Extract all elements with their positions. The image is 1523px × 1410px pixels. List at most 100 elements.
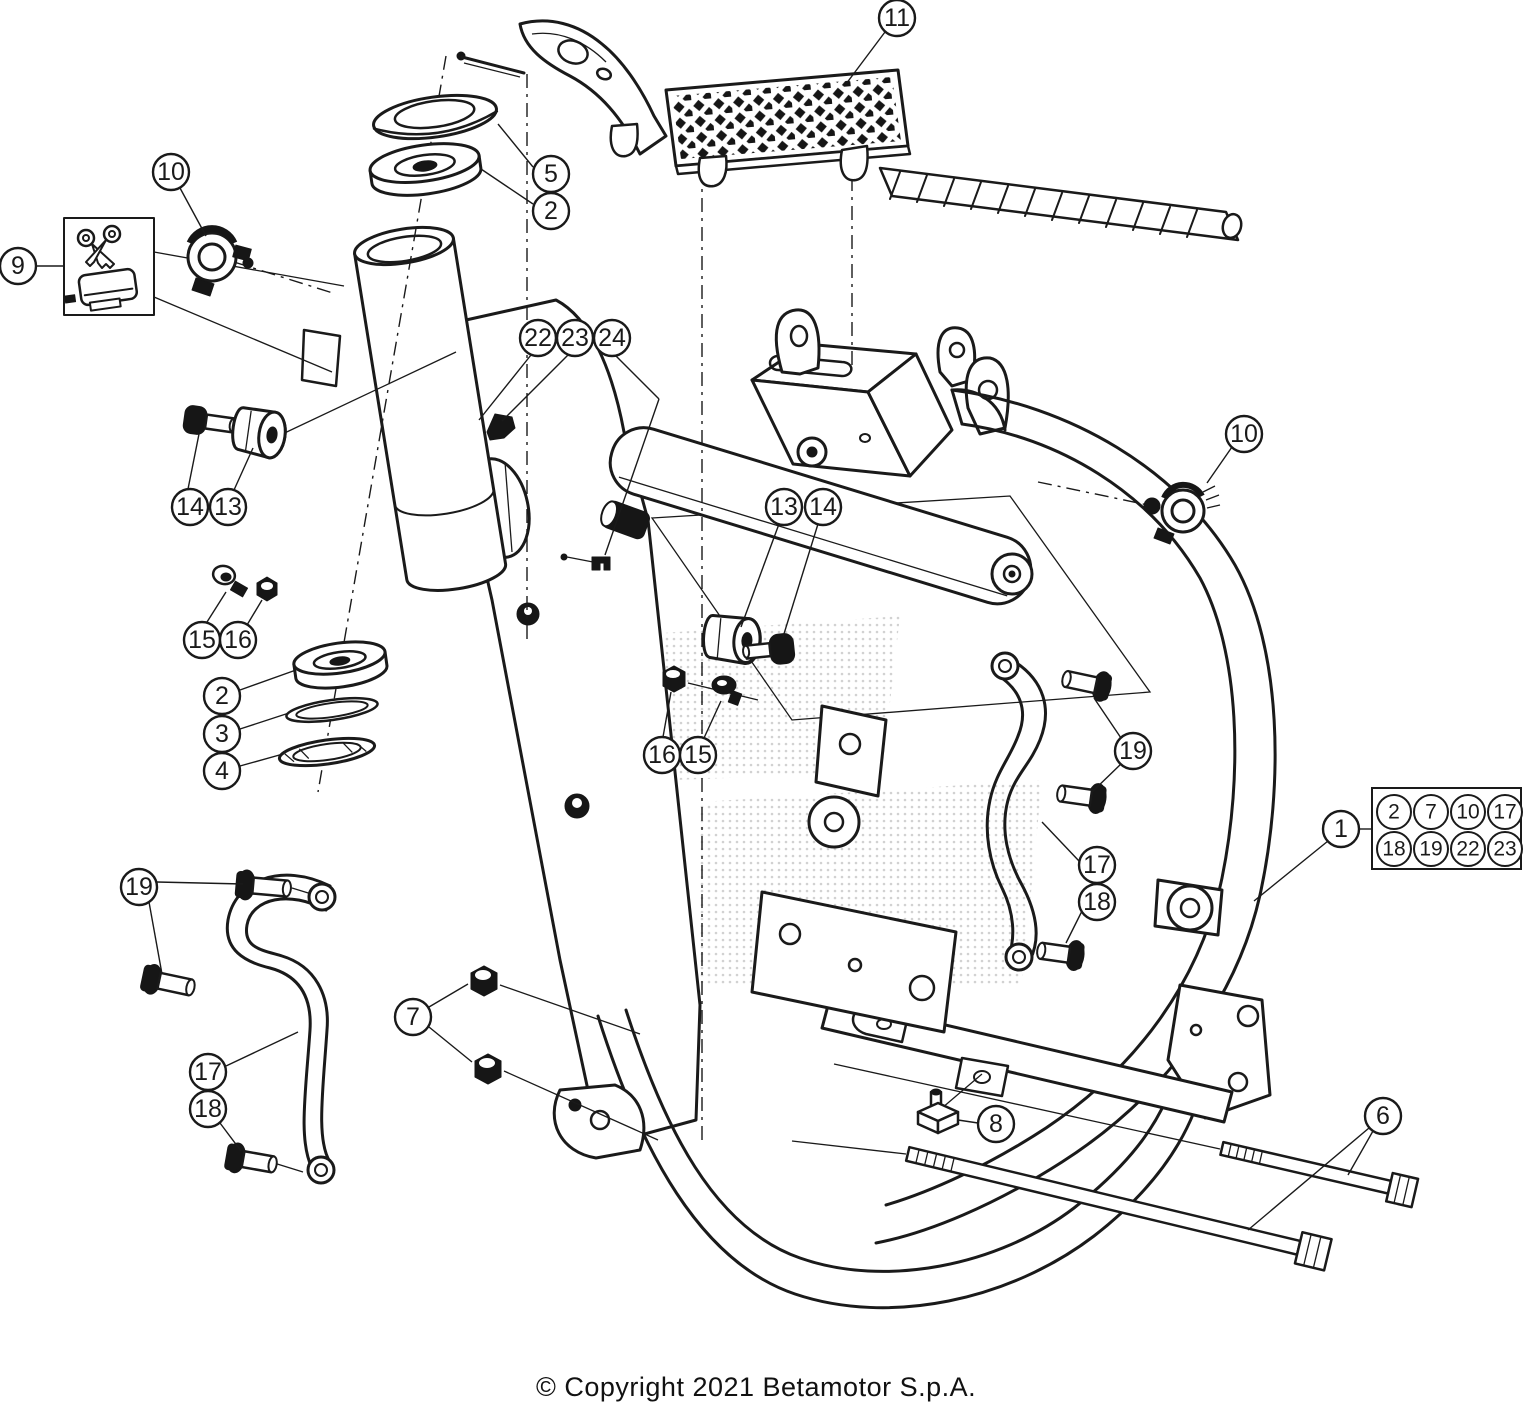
frame-bolt-boss	[516, 602, 590, 819]
callout-2: 2	[202, 669, 297, 716]
svg-text:11: 11	[884, 4, 910, 32]
clamp-part-left	[186, 225, 254, 297]
callout-13: 13	[208, 447, 254, 527]
callout-7: 7	[393, 983, 473, 1063]
legend-callout-19: 19	[1413, 831, 1449, 867]
callout-16: 16	[218, 599, 263, 660]
head-tube-drawing	[300, 225, 508, 592]
svg-text:10: 10	[1456, 801, 1479, 824]
legend-callout-22: 22	[1450, 831, 1486, 867]
legend-callout-18: 18	[1376, 831, 1412, 867]
callout-9: 9	[0, 246, 64, 286]
callout-18: 18	[188, 1089, 242, 1152]
callout-14: 14	[782, 487, 843, 638]
frame-clip	[591, 556, 611, 571]
legend-layer: 2 7 10 17 18 19 22 23	[1371, 787, 1523, 870]
footrest-assembly	[456, 19, 1243, 242]
dust-cover-part	[372, 93, 499, 141]
svg-text:18: 18	[1083, 888, 1111, 916]
frame-top-bracket	[750, 308, 1010, 478]
svg-text:17: 17	[194, 1058, 222, 1086]
legend-callout-17: 17	[1487, 794, 1523, 830]
legend-callout-10: 10	[1450, 794, 1486, 830]
upper-bearing-part	[368, 142, 483, 197]
svg-text:19: 19	[1419, 838, 1442, 861]
bracket-part-left	[225, 873, 337, 1185]
svg-text:10: 10	[1230, 420, 1258, 448]
washer-part	[285, 696, 379, 724]
bolt-part-15-mid	[711, 675, 743, 706]
svg-text:17: 17	[1493, 801, 1516, 824]
svg-text:7: 7	[1425, 801, 1437, 824]
svg-text:22: 22	[524, 324, 552, 352]
callout-18: 18	[1065, 882, 1117, 944]
svg-text:22: 22	[1456, 838, 1479, 861]
bolt-part-19-left-low	[140, 964, 196, 997]
bolt-part-19-left-top	[234, 869, 292, 901]
svg-text:6: 6	[1376, 1102, 1390, 1130]
bolt-part-18-left	[224, 1142, 278, 1174]
svg-text:13: 13	[770, 493, 798, 521]
callout-22: 22	[478, 318, 558, 421]
svg-text:2: 2	[1388, 801, 1400, 824]
callout-15: 15	[678, 700, 722, 775]
callout-5: 5	[497, 123, 571, 194]
svg-text:15: 15	[684, 741, 712, 769]
callout-13: 13	[740, 487, 804, 628]
callout-8: 8	[957, 1104, 1016, 1144]
square-nut-part-8	[916, 1088, 960, 1135]
seal-part	[277, 736, 377, 768]
long-bolt-part-upper	[1219, 1140, 1420, 1209]
callout-6: 6	[1247, 1096, 1403, 1231]
callout-10: 10	[151, 152, 207, 237]
svg-text:18: 18	[1382, 838, 1405, 861]
frame-engine-mount	[750, 704, 958, 1034]
svg-text:2: 2	[215, 682, 229, 710]
legend-callout-23: 23	[1487, 831, 1523, 867]
svg-text:23: 23	[561, 324, 589, 352]
callout-15: 15	[182, 591, 227, 660]
nut-part-7-lower	[474, 1053, 502, 1085]
bolt-part-14-left	[182, 405, 239, 435]
svg-text:19: 19	[125, 873, 153, 901]
svg-text:14: 14	[809, 493, 837, 521]
legend-callout-7: 7	[1413, 794, 1449, 830]
bolt-part-19-right-top	[1061, 669, 1113, 702]
callout-14: 14	[170, 433, 210, 527]
callout-2: 2	[480, 168, 571, 231]
svg-text:3: 3	[215, 720, 229, 748]
clamp-part-right	[1143, 481, 1221, 545]
callout-4: 4	[202, 751, 284, 791]
bolt-part-19-right-low	[1056, 783, 1107, 814]
callout-16: 16	[642, 691, 682, 775]
callout-17: 17	[188, 1031, 299, 1092]
svg-text:8: 8	[989, 1110, 1003, 1138]
svg-text:2: 2	[544, 197, 558, 225]
svg-text:17: 17	[1083, 851, 1111, 879]
bracket-part-right	[985, 651, 1047, 972]
callout-3: 3	[202, 712, 290, 754]
callout-24: 24	[592, 318, 660, 556]
svg-text:18: 18	[194, 1095, 222, 1123]
callout-23: 23	[501, 318, 595, 422]
svg-text:19: 19	[1119, 737, 1147, 765]
svg-text:24: 24	[598, 324, 626, 352]
svg-text:16: 16	[224, 626, 252, 654]
svg-text:9: 9	[11, 252, 25, 280]
svg-text:15: 15	[188, 626, 216, 654]
svg-text:13: 13	[214, 493, 242, 521]
callout-1: 1	[1253, 809, 1372, 902]
bolt-part-14-mid	[742, 633, 796, 665]
svg-text:14: 14	[176, 493, 204, 521]
callout-19: 19	[119, 867, 244, 975]
lock-kit-box	[63, 217, 155, 316]
svg-text:4: 4	[215, 757, 229, 785]
nut-part-16-left	[256, 576, 278, 602]
svg-text:23: 23	[1493, 838, 1516, 861]
callout-10: 10	[1206, 414, 1264, 484]
bolt-part-18-right	[1036, 940, 1085, 971]
elbow-fitting-part	[486, 413, 516, 441]
svg-text:7: 7	[406, 1003, 420, 1031]
